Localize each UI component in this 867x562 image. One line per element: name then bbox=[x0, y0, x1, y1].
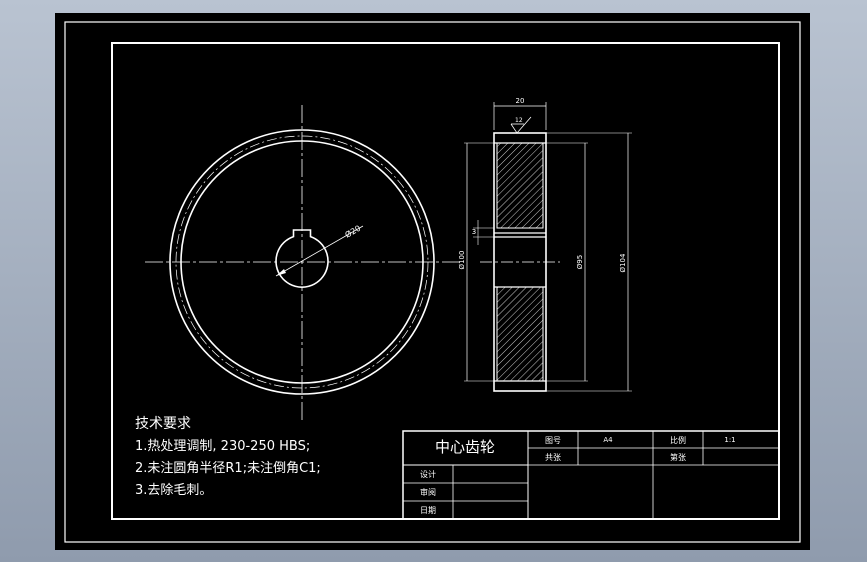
sheet-border-outer bbox=[64, 21, 801, 543]
tech-item-3: 3.去除毛刺。 bbox=[135, 483, 212, 498]
tech-heading: 技术要求 bbox=[135, 416, 191, 432]
gear-front-view: Ø20 bbox=[145, 105, 460, 422]
drawing-no-label: 图号 bbox=[545, 436, 561, 445]
part-name: 中心齿轮 bbox=[435, 438, 495, 456]
review-label: 审阅 bbox=[420, 487, 436, 497]
dia100-dim-text: Ø100 bbox=[458, 251, 466, 270]
technical-requirements: 技术要求 1.热处理调制, 230-250 HBS; 2.未注圆角半径R1;未注… bbox=[135, 416, 321, 498]
sheet-label: 第张 bbox=[670, 452, 686, 462]
gear-pitch-circle bbox=[175, 135, 429, 389]
title-block-text: 中心齿轮 图号 A4 比例 1:1 共张 第张 设计 审阅 日期 bbox=[420, 435, 736, 515]
section-hatch-top bbox=[496, 142, 544, 229]
title-block bbox=[402, 430, 780, 520]
bore-with-keyway bbox=[275, 229, 329, 288]
dia104-dim-text: Ø104 bbox=[619, 253, 627, 272]
keyway-dim-text: 3 bbox=[472, 228, 476, 236]
surface-finish-text: 12 bbox=[515, 117, 523, 124]
width-dim-text: 20 bbox=[516, 97, 525, 105]
gear-section-view: 20 12 3 Ø100 Ø95 bbox=[458, 97, 632, 392]
scale-label: 比例 bbox=[670, 435, 686, 445]
tech-item-1: 1.热处理调制, 230-250 HBS; bbox=[135, 439, 310, 454]
bore-dimension-line bbox=[275, 225, 364, 277]
tech-item-2: 2.未注圆角半径R1;未注倒角C1; bbox=[135, 461, 321, 476]
gear-tip-circle bbox=[169, 129, 435, 395]
bore-dimension-arrow bbox=[276, 269, 286, 276]
gear-root-circle bbox=[180, 140, 424, 384]
scale-value: 1:1 bbox=[724, 436, 735, 444]
sheets-label: 共张 bbox=[545, 453, 561, 462]
drawing-no-value: A4 bbox=[603, 436, 613, 444]
dia95-dim-text: Ø95 bbox=[576, 255, 584, 269]
section-hatch-bottom bbox=[496, 286, 544, 382]
design-label: 设计 bbox=[420, 469, 436, 479]
title-block-frame bbox=[402, 430, 780, 520]
date-label: 日期 bbox=[420, 506, 436, 515]
